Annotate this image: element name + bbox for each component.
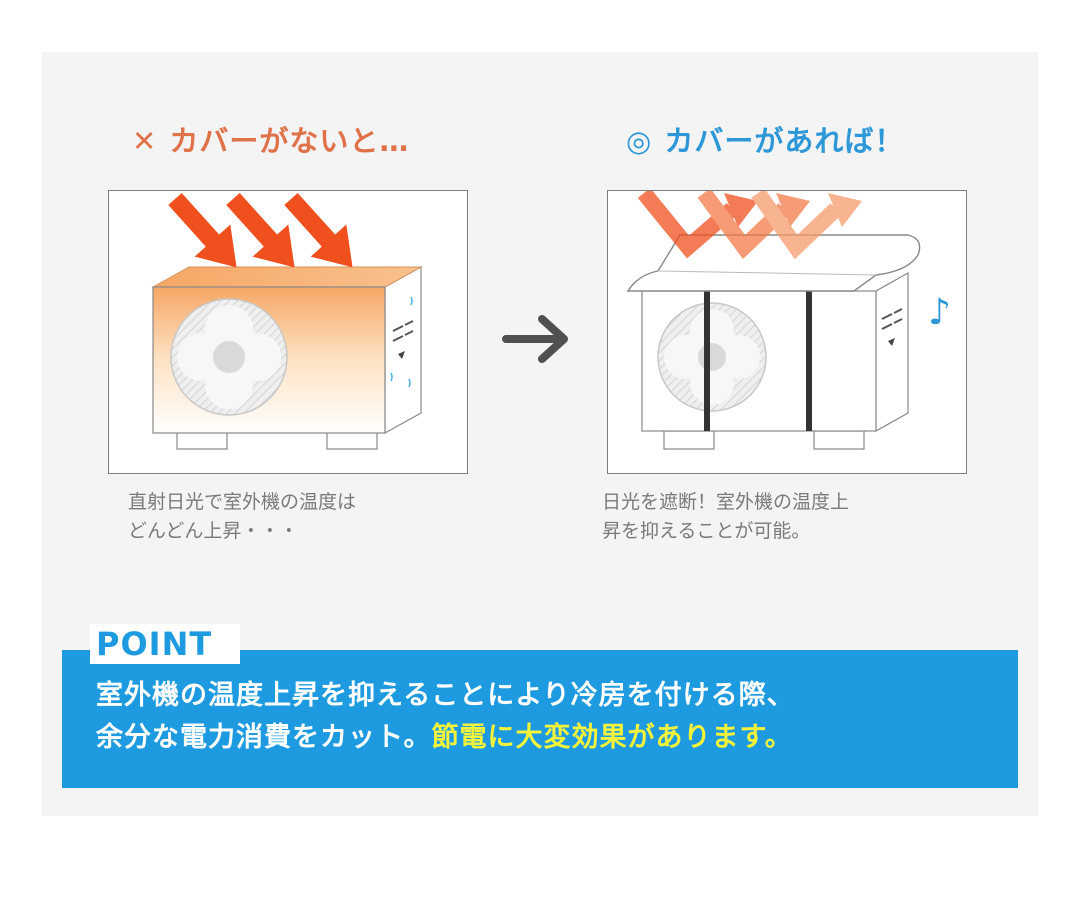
deflected-sun-ray-arrows bbox=[637, 191, 862, 260]
cover-strap bbox=[806, 291, 812, 431]
cover-roof bbox=[626, 234, 921, 292]
point-text: 室外機の温度上昇を抑えることにより冷房を付ける際、 余分な電力消費をカット。節電… bbox=[96, 675, 795, 759]
unit-foot bbox=[176, 430, 228, 450]
unit-side bbox=[384, 265, 422, 435]
fan-icon bbox=[657, 302, 767, 412]
fan-icon bbox=[170, 298, 288, 416]
heading-without-cover-text: カバーがないと… bbox=[169, 124, 410, 158]
point-line1: 室外機の温度上昇を抑えることにより冷房を付ける際、 bbox=[96, 680, 795, 711]
caption-without-cover: 直射日光で室外機の温度は どんどん上昇・・・ bbox=[128, 488, 356, 546]
outdoor-unit-no-cover-illustration bbox=[151, 192, 423, 450]
music-note-icon: ♪ bbox=[928, 292, 951, 333]
caption-with-cover: 日光を遮断！室外機の温度上 昇を抑えることが可能。 bbox=[602, 488, 849, 546]
point-line2-plain: 余分な電力消費をカット。 bbox=[96, 722, 432, 753]
caption-with-cover-line2: 昇を抑えることが可能。 bbox=[602, 520, 811, 542]
heading-without-cover: ✕ カバーがないと… bbox=[132, 118, 409, 160]
point-banner bbox=[62, 650, 1018, 788]
unit-top-heated bbox=[151, 266, 423, 288]
caption-with-cover-line1: 日光を遮断！室外機の温度上 bbox=[602, 491, 850, 513]
caption-without-cover-line2: どんどん上昇・・・ bbox=[128, 520, 299, 542]
point-line2-highlight: 節電に大変効果があります。 bbox=[431, 722, 793, 753]
outdoor-unit-with-cover-illustration bbox=[626, 191, 921, 450]
illustration-with-cover bbox=[607, 190, 967, 474]
double-circle-icon: ◎ bbox=[626, 124, 653, 158]
heading-with-cover: ◎ カバーがあれば！ bbox=[626, 118, 904, 160]
cover-strap bbox=[704, 291, 710, 431]
heading-with-cover-text: カバーがあれば！ bbox=[664, 124, 905, 158]
point-line2: 余分な電力消費をカット。節電に大変効果があります。 bbox=[96, 717, 795, 759]
cross-icon: ✕ bbox=[132, 124, 158, 158]
cover-side bbox=[875, 271, 909, 433]
unit-foot bbox=[326, 430, 378, 450]
caption-without-cover-line1: 直射日光で室外機の温度は bbox=[128, 491, 357, 513]
illustration-without-cover bbox=[108, 190, 468, 474]
point-tab bbox=[90, 624, 240, 664]
sun-ray-arrows bbox=[168, 192, 353, 268]
point-label: POINT bbox=[96, 625, 213, 663]
arrow-right-icon bbox=[502, 315, 568, 363]
